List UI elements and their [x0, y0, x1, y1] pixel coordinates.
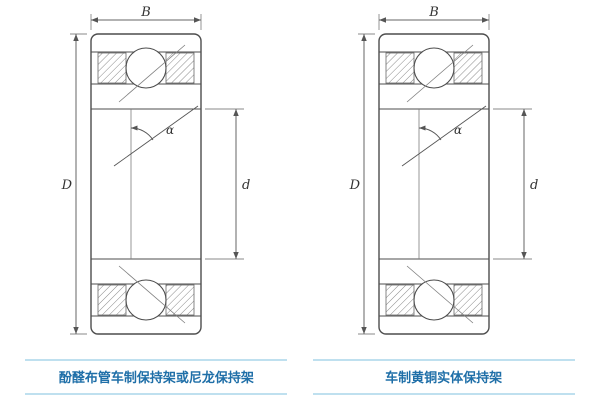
top-ring-section — [378, 44, 489, 103]
bearing-diagram-right: α B D d 车制黄铜实体保持架 — [312, 6, 575, 395]
caption-text: 酚醛布管车制保持架或尼龙保持架 — [58, 370, 254, 385]
bore-diameter-label: d — [242, 178, 250, 193]
outer-diameter-label: D — [348, 178, 360, 193]
outer-diameter-dimension: D — [61, 33, 88, 335]
caption-bar-left: 酚醛布管车制保持架或尼龙保持架 — [25, 359, 288, 395]
bearing-cross-section-drawing: α B D d — [61, 6, 251, 335]
contact-angle-label: α — [166, 123, 174, 137]
ball — [413, 279, 455, 321]
caption-text: 车制黄铜实体保持架 — [385, 370, 503, 385]
ball — [125, 279, 167, 321]
contact-angle-annotation: α — [114, 105, 199, 167]
outer-diameter-label: D — [61, 178, 73, 193]
top-ring-section — [91, 44, 202, 103]
caption-bar-right: 车制黄铜实体保持架 — [312, 359, 575, 395]
bottom-ring-section — [378, 265, 489, 324]
bottom-ring-section — [91, 265, 202, 324]
ball — [125, 47, 167, 89]
cage-hatch-left — [385, 52, 415, 84]
cage-hatch-left — [97, 284, 127, 316]
bearing-body — [90, 33, 203, 335]
bearing-diagram-left: α B D d 酚醛布管车制保持架或尼龙保持架 — [25, 6, 288, 395]
contact-angle-annotation: α — [401, 105, 486, 167]
bore-diameter-label: d — [530, 178, 538, 193]
outer-diameter-dimension: D — [348, 33, 375, 335]
cage-hatch-left — [97, 52, 127, 84]
width-dimension: B — [90, 6, 202, 30]
width-label: B — [428, 6, 439, 20]
ball — [413, 47, 455, 89]
contact-angle-label: α — [454, 123, 462, 137]
width-dimension: B — [378, 6, 490, 30]
cage-hatch-right — [453, 52, 483, 84]
bore-diameter-dimension: d — [205, 108, 251, 260]
bore-diameter-dimension: d — [492, 108, 538, 260]
cage-hatch-right — [165, 52, 195, 84]
bearing-body — [377, 33, 490, 335]
cage-hatch-left — [385, 284, 415, 316]
width-label: B — [141, 6, 152, 20]
bearing-cross-section-drawing: α B D d — [348, 6, 538, 335]
cage-hatch-right — [165, 284, 195, 316]
